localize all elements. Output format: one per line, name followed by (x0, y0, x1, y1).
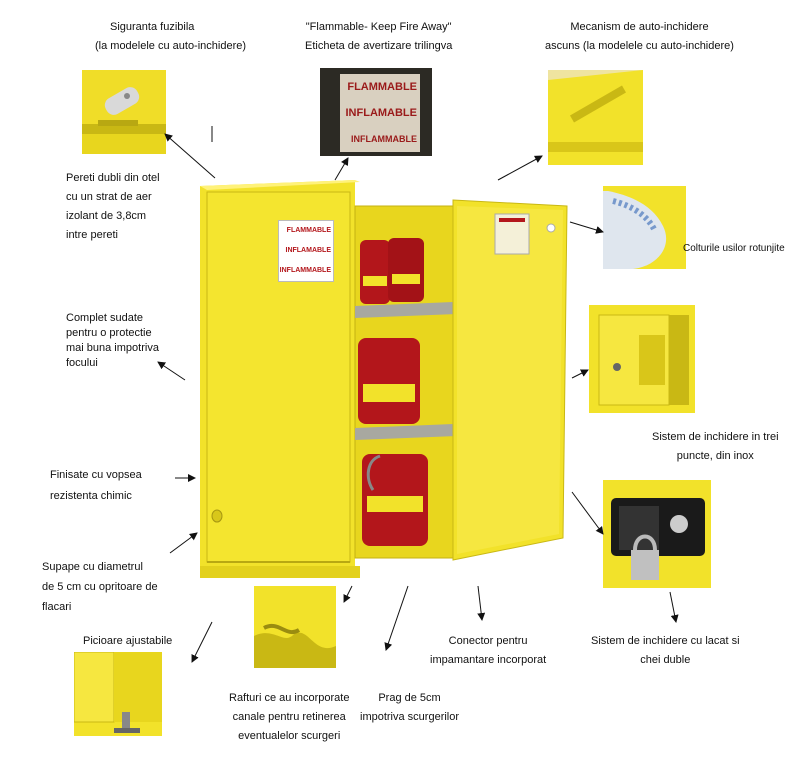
finish-line-2: rezistenta chimic (50, 490, 132, 502)
three-point-line-2: puncte, din inox (676, 450, 754, 462)
arrow-vents (169, 532, 198, 554)
arrow-rounded (569, 221, 604, 234)
callout-three-point: Sistem de inchidere in trei puncte, din … (652, 428, 779, 466)
shelves-line-2: canale pentru retinerea (232, 711, 346, 723)
fuse-line-1: Siguranta fuzibila (110, 21, 195, 33)
three-point-line-1: Sistem de inchidere in trei (652, 431, 779, 443)
grounding-line-1: Conector pentru (448, 635, 528, 647)
arrow-fuse (164, 133, 216, 179)
label-warning-line-2: Eticheta de avertizare trilingva (305, 40, 453, 52)
vents-line-3: flacari (42, 601, 72, 613)
arrow-lock (571, 491, 604, 535)
three-point-lock-photo (589, 305, 695, 413)
cabinet-photo: FLAMMABLE INFLAMABLE INFLAMMABLE (195, 178, 575, 583)
arrow-padlock (669, 591, 679, 623)
callout-vents: Supape cu diametrul de 5 cm cu opritoare… (42, 557, 158, 617)
welded-line-3: mai buna impotriva (66, 342, 159, 354)
callout-grounding: Conector pentru impamantare incorporat (430, 632, 546, 670)
callout-feet: Picioare ajustabile (83, 632, 172, 651)
double-walls-line-4: intre pereti (66, 229, 118, 241)
welded-line-4: focului (66, 357, 98, 369)
arrow-three-point (571, 369, 589, 379)
feet-line-1: Picioare ajustabile (83, 635, 173, 647)
sill-line-2: impotriva scurgerilor (360, 711, 460, 723)
padlock-photo (603, 480, 711, 588)
label-text-2: INFLAMABLE (345, 107, 418, 119)
self-close-line-2: ascuns (la modelele cu auto-inchidere) (545, 40, 734, 52)
warning-label-photo: FLAMMABLE INFLAMABLE INFLAMMABLE (320, 68, 432, 156)
callout-shelves: Rafturi ce au incorporate canale pentru … (229, 689, 349, 746)
adjustable-feet-photo (74, 652, 162, 740)
rounded-corners-photo (603, 186, 686, 269)
callout-fuse: Siguranta fuzibila (la modelele cu auto-… (95, 18, 246, 56)
padlock-line-2: chei duble (640, 654, 691, 666)
callout-welded: Complet sudate pentru o protectie mai bu… (66, 311, 159, 371)
sign-text-1: FLAMMABLE (286, 227, 331, 234)
arrow-label (334, 157, 349, 181)
sign-text-2: INFLAMABLE (285, 247, 332, 254)
self-close-photo (548, 70, 643, 165)
shelves-line-1: Rafturi ce au incorporate (229, 692, 350, 704)
fuse-photo (82, 70, 166, 154)
welded-line-1: Complet sudate (66, 312, 144, 324)
callout-sill: Prag de 5cm impotriva scurgerilor (360, 689, 459, 727)
padlock-line-1: Sistem de inchidere cu lacat si (591, 635, 740, 647)
shelves-line-3: eventualelor scurgeri (238, 730, 341, 742)
finish-line-1: Finisate cu vopsea (50, 469, 142, 481)
callout-rounded-corners: Colturile usilor rotunjite (683, 239, 785, 258)
cabinet-warning-sign: FLAMMABLE INFLAMABLE INFLAMMABLE (278, 220, 334, 282)
sign-text-3: INFLAMMABLE (279, 267, 331, 274)
label-warning-line-1: "Flammable- Keep Fire Away" (305, 21, 452, 33)
arrow-welded (157, 361, 186, 381)
rounded-corners-line-1: Colturile usilor rotunjite (683, 243, 785, 254)
arrow-sill (384, 585, 409, 651)
double-walls-line-1: Pereti dubli din otel (66, 172, 160, 184)
self-close-line-1: Mecanism de auto-inchidere (570, 21, 709, 33)
fuse-line-2: (la modelele cu auto-inchidere) (95, 40, 247, 52)
grounding-line-2: impamantare incorporat (430, 654, 547, 666)
callout-finish: Finisate cu vopsea rezistenta chimic (50, 465, 142, 507)
shelf-channel-photo (254, 586, 336, 668)
callout-padlock: Sistem de inchidere cu lacat si chei dub… (591, 632, 740, 670)
arrow-shelves (343, 585, 353, 603)
vents-line-2: de 5 cm cu opritoare de (42, 581, 158, 593)
double-walls-line-3: izolant de 3,8cm (66, 210, 147, 222)
label-text-3: INFLAMMABLE (351, 134, 417, 144)
sill-line-1: Prag de 5cm (378, 692, 441, 704)
vents-line-1: Supape cu diametrul (42, 561, 143, 573)
arrow-grounding (477, 585, 486, 621)
arrow-self-close (497, 155, 543, 181)
welded-line-2: pentru o protectie (66, 327, 152, 339)
callout-label-warning: "Flammable- Keep Fire Away" Eticheta de … (305, 18, 452, 56)
arrow-feet (191, 621, 213, 663)
double-walls-line-2: cu un strat de aer (66, 191, 152, 203)
label-text-1: FLAMMABLE (347, 81, 417, 93)
callout-double-walls: Pereti dubli din otel cu un strat de aer… (66, 169, 160, 245)
callout-self-close: Mecanism de auto-inchidere ascuns (la mo… (545, 18, 734, 56)
